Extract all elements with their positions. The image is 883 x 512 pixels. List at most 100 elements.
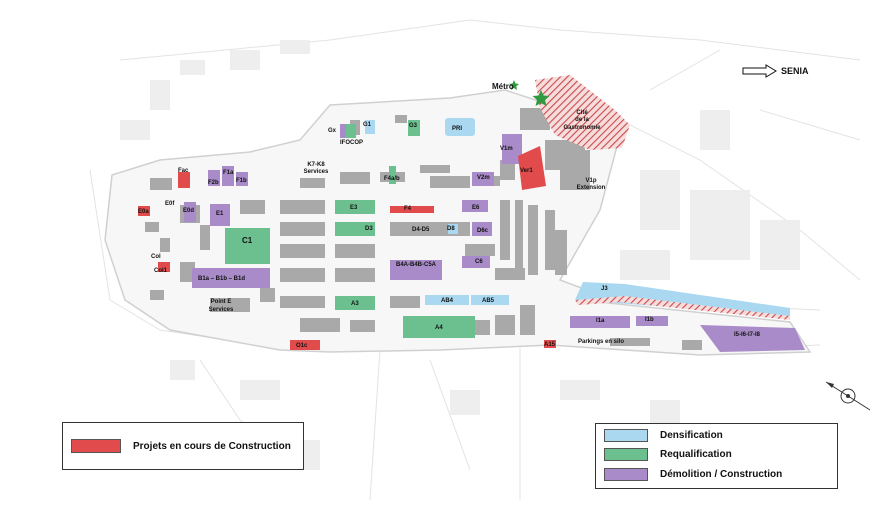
zone-label: E1 [216, 211, 224, 217]
zone-F4 [390, 206, 434, 213]
zone-C1 [225, 228, 270, 264]
zone-AB4 [425, 295, 469, 305]
zone-label: Cité [576, 110, 588, 116]
zone-label: C1 [242, 236, 253, 245]
legend-swatch [604, 448, 648, 461]
legend-item: Démolition / Construction [604, 468, 782, 481]
zone-label: V1m [500, 146, 513, 152]
legend-construction: Projets en cours de Construction [62, 422, 304, 470]
hatched-strip [575, 296, 790, 320]
zone-E6 [462, 200, 488, 212]
zone-I1a [570, 316, 630, 328]
zone-label: G1 [363, 122, 372, 128]
legend-swatch [604, 468, 648, 481]
zone-D8 [448, 224, 458, 234]
zone-I1b [636, 316, 668, 326]
zone-cite-gastronomie [535, 75, 630, 150]
legend-swatch [71, 439, 121, 453]
legend-swatch [604, 429, 648, 442]
zone-C6 [462, 256, 490, 268]
legend-item: Requalification [604, 448, 732, 461]
zone-A4 [403, 316, 475, 338]
densification-zones [365, 118, 790, 316]
metro-label: Métro [492, 82, 514, 91]
requalification-zones [225, 120, 475, 338]
compass-icon [825, 381, 871, 411]
zone-AB5 [471, 295, 509, 305]
zone-F4ab [389, 166, 396, 184]
zone-E1 [210, 204, 230, 226]
zone-label: AB5 [482, 298, 495, 304]
zone-label: A4 [435, 325, 443, 331]
zone-D6c [472, 222, 492, 236]
arrow-right-icon [742, 64, 777, 78]
zone-B1 [192, 268, 270, 288]
zone-label: E0f [165, 201, 175, 207]
legend-label: Projets en cours de Construction [133, 440, 291, 452]
zone-label: Point E [211, 299, 232, 305]
zone-label: D3 [365, 226, 373, 232]
zone-D3 [335, 222, 375, 236]
zone-IFOCOP [346, 124, 356, 138]
zone-label: V1p [585, 178, 596, 184]
zone-label: I1a [596, 318, 605, 324]
demolition-zones [184, 124, 805, 352]
zone-label: D6c [477, 228, 489, 234]
background-buildings [120, 40, 800, 470]
zone-A15 [544, 340, 556, 348]
zone-label: Services [209, 307, 234, 313]
metro-star-icon [532, 90, 550, 106]
zone-E0a [138, 206, 150, 216]
zone-label: IFOCOP [340, 140, 363, 146]
zone-label: D4-D5 [412, 227, 430, 233]
zone-V1m [502, 134, 522, 164]
legend-item: Densification [604, 429, 723, 442]
zone-label: O1c [296, 343, 308, 349]
direction-label: SENIA [781, 66, 809, 76]
zone-label: I1b [645, 317, 654, 323]
legend-item: Projets en cours de Construction [71, 439, 291, 453]
zone-label: F4a/b [384, 176, 400, 182]
zone-label: A15 [544, 342, 556, 348]
zone-label: PRI [452, 126, 462, 132]
construction-zones [138, 146, 556, 350]
zone-label: A3 [351, 301, 359, 307]
zone-E0d [184, 202, 196, 222]
zone-labels: Gx G1 G3 PRI IFOCOP V1m Ver1 Cité de la … [138, 110, 761, 349]
zone-label: F1b [236, 178, 247, 184]
zone-O1c [290, 340, 320, 350]
zone-I5-I8 [700, 325, 805, 352]
zone-label: E0d [183, 208, 194, 214]
zone-label: Col1 [154, 268, 168, 274]
zone-label: J3 [601, 286, 608, 292]
zone-label: C6 [475, 259, 483, 265]
zone-label: G3 [409, 123, 418, 129]
zone-label: AB4 [441, 298, 454, 304]
zone-label: V2m [477, 175, 490, 181]
zone-label: Extension [577, 185, 606, 191]
zone-label: Col [151, 254, 161, 260]
zone-label: F2b [208, 180, 219, 186]
zone-label: Parkings en silo [578, 339, 624, 345]
zone-Col1 [158, 262, 170, 272]
legend-label: Densification [660, 430, 723, 441]
zone-label: E3 [350, 205, 358, 211]
zone-G3 [408, 120, 420, 136]
zone-label: Gastronomie [563, 125, 601, 131]
zone-label: I5-I6-I7-I8 [734, 332, 761, 338]
zone-Ver1 [518, 146, 546, 190]
zone-E3 [335, 200, 375, 214]
zone-Fac [178, 172, 190, 188]
zone-label: D8 [447, 226, 455, 232]
zone-PRI [445, 118, 475, 136]
zone-J3 [575, 282, 790, 316]
zone-label: B1a – B1b – B1d [198, 276, 245, 282]
legend-label: Requalification [660, 449, 732, 460]
zone-label: Services [304, 169, 329, 175]
zone-label: F4 [404, 206, 412, 212]
zone-label: Ver1 [520, 168, 533, 174]
zone-label: E6 [472, 205, 480, 211]
legend-categories: Densification Requalification Démolition… [595, 423, 838, 489]
zone-G1 [365, 120, 375, 134]
